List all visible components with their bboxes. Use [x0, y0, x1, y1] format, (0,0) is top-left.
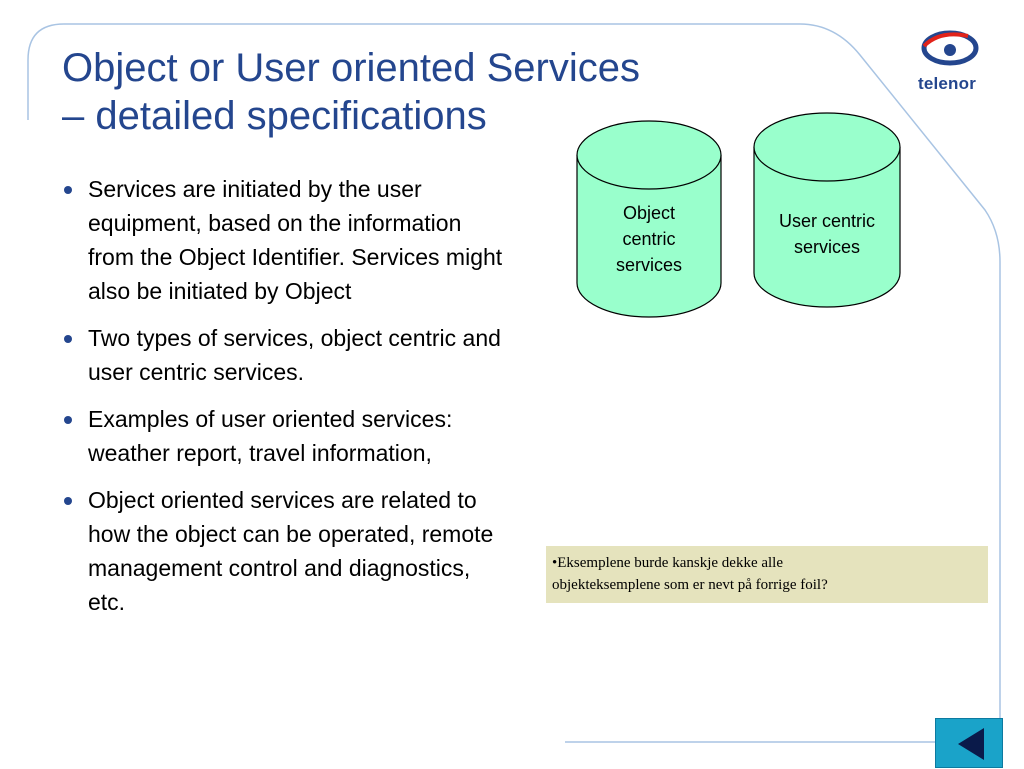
back-arrow-icon	[958, 728, 984, 760]
cylinder-shape-icon	[753, 112, 901, 308]
bullet-text: Services are initiated by the user equip…	[88, 176, 503, 304]
cylinder-label-line: User centric	[778, 211, 876, 231]
title-line-2: – detailed specifications	[62, 94, 487, 138]
bullet-item: Two types of services, object centric an…	[62, 321, 512, 389]
logo-wordmark: telenor	[917, 74, 977, 93]
user-centric-cylinder: User centric services	[753, 112, 901, 308]
object-centric-cylinder: Object centric services	[576, 120, 722, 318]
cylinder-label-line: services	[793, 237, 860, 257]
cylinder-label: User centric services	[753, 208, 901, 260]
bullet-dot-icon	[64, 497, 72, 505]
cylinder-shape-icon	[576, 120, 722, 318]
cylinder-label-line: services	[615, 255, 682, 275]
bullet-item: Examples of user oriented services: weat…	[62, 402, 512, 470]
bullet-dot-icon	[64, 186, 72, 194]
bullet-dot-icon	[64, 416, 72, 424]
cylinder-label: Object centric services	[576, 200, 722, 278]
bullet-text: Object oriented services are related to …	[88, 487, 494, 615]
slide-title: Object or User oriented Services – detai…	[62, 44, 762, 140]
bullet-list: Services are initiated by the user equip…	[62, 172, 512, 632]
bullet-item: Object oriented services are related to …	[62, 483, 512, 619]
back-button[interactable]	[935, 718, 1003, 768]
title-line-1: Object or User oriented Services	[62, 46, 641, 90]
bullet-dot-icon	[64, 335, 72, 343]
bullet-text: Two types of services, object centric an…	[88, 325, 501, 385]
comment-note: •Eksemplene burde kanskje dekke alle obj…	[546, 546, 988, 603]
cylinder-label-line: centric	[622, 229, 676, 249]
note-line: •Eksemplene burde kanskje dekke alle	[552, 555, 783, 571]
note-line: objekteksemplene som er nevt på forrige …	[552, 577, 828, 593]
bullet-item: Services are initiated by the user equip…	[62, 172, 512, 308]
cylinder-label-line: Object	[622, 203, 676, 223]
telenor-logo-icon	[921, 30, 979, 66]
bullet-text: Examples of user oriented services: weat…	[88, 406, 453, 466]
